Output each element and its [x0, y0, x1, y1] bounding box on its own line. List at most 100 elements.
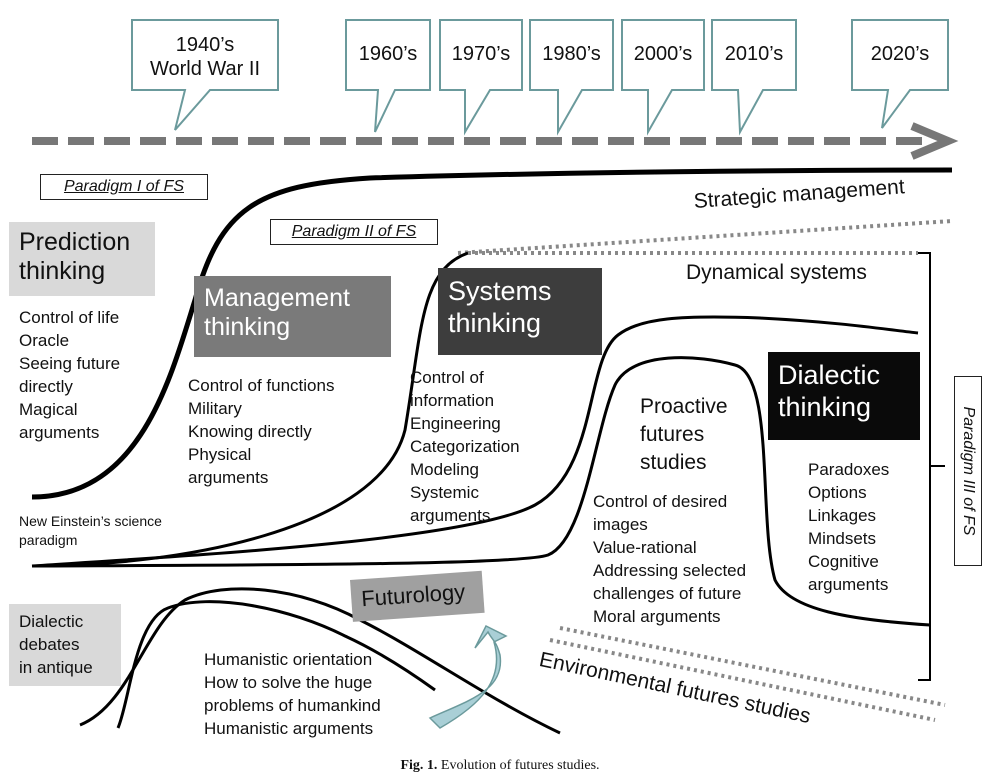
list-item: challenges of future — [593, 584, 742, 603]
callout-1960s-text: 1960’s — [358, 43, 418, 65]
list-item: Control of life — [19, 308, 120, 327]
list-item: arguments — [808, 575, 889, 594]
proactive-title-2: futures — [640, 423, 705, 446]
paradigm-3-label: Paradigm III of FS — [954, 376, 982, 566]
einstein-line-1: New Einstein’s science — [19, 513, 162, 529]
list-item: Knowing directly — [188, 422, 312, 441]
list-item: Humanistic orientation — [204, 650, 373, 669]
list-item: Categorization — [410, 437, 520, 456]
management-title-1: Management — [204, 284, 350, 312]
management-thinking-box: Management thinking — [194, 276, 391, 357]
prediction-thinking-box: Prediction thinking — [9, 222, 155, 296]
prediction-list: Control of life Oracle Seeing future dir… — [19, 306, 120, 444]
callout-1970s — [439, 19, 523, 136]
futurology-list: Humanistic orientation How to solve the … — [204, 648, 381, 740]
caption-text: Evolution of futures studies. — [440, 758, 600, 773]
dialectic-list: Paradoxes Options Linkages Mindsets Cogn… — [808, 458, 889, 596]
strategic-dotted-extension — [457, 219, 953, 255]
dialectic-thinking-box: Dialectic thinking — [768, 352, 920, 440]
list-item: Humanistic arguments — [204, 719, 374, 738]
antique-line-3: in antique — [19, 658, 93, 677]
management-list: Control of functions Military Knowing di… — [188, 374, 334, 489]
diagram-graphics — [31, 19, 959, 735]
callout-2020s-text: 2020’s — [870, 43, 930, 65]
list-item: Paradoxes — [808, 460, 890, 479]
antique-line-1: Dialectic — [19, 612, 84, 631]
timeline-arrow-head — [910, 122, 959, 160]
einstein-line-2: paradigm — [19, 532, 78, 548]
einstein-paradigm-label: New Einstein’s science paradigm — [19, 512, 162, 550]
curve-strategic-management — [31, 167, 953, 500]
curve-systems — [31, 315, 919, 568]
list-item: Moral arguments — [593, 607, 721, 626]
list-item: Military — [188, 399, 242, 418]
list-item: Addressing selected — [593, 561, 747, 580]
list-item: Value-rational — [593, 538, 697, 557]
list-item: directly — [19, 377, 73, 396]
list-item: arguments — [188, 468, 269, 487]
dynamical-systems-label: Dynamical systems — [686, 261, 867, 284]
list-item: images — [593, 515, 648, 534]
curve-futurology-outer — [79, 587, 561, 735]
callout-shapes — [131, 19, 949, 136]
antique-box: Dialectic debates in antique — [9, 604, 121, 686]
proactive-title-3: studies — [640, 451, 707, 474]
curve-futurology-inner — [116, 600, 436, 729]
proactive-title-1: Proactive — [640, 395, 728, 418]
list-item: Control of — [410, 368, 484, 387]
callout-1980s-text: 1980’s — [542, 43, 601, 65]
dialectic-title-2: thinking — [778, 391, 872, 422]
list-item: Control of functions — [188, 376, 335, 395]
callout-2010s — [711, 19, 797, 136]
list-item: Systemic — [410, 483, 479, 502]
antique-line-2: debates — [19, 635, 80, 654]
paradigm-3-bracket — [918, 252, 945, 681]
callout-1960s — [345, 19, 431, 133]
callout-2000s-text: 2000’s — [633, 43, 693, 65]
list-item: Control of desired — [593, 492, 728, 511]
list-item: Mindsets — [808, 529, 877, 548]
systems-list: Control of information Engineering Categ… — [410, 366, 520, 527]
proactive-list: Control of desired images Value-rational… — [593, 490, 746, 628]
list-item: Options — [808, 483, 867, 502]
futurology-title: Futurology — [360, 579, 466, 612]
callout-1970s-text: 1970’s — [451, 43, 511, 65]
environmental-dotted-lower — [549, 638, 936, 722]
paradigm-3-text: Paradigm III of FS — [960, 406, 977, 536]
prediction-title-1: Prediction — [19, 228, 131, 256]
figure-caption: Fig. 1. Evolution of futures studies. — [0, 758, 1000, 774]
callout-2020s — [851, 19, 949, 129]
systems-thinking-box: Systems thinking — [438, 268, 602, 355]
management-title-2: thinking — [204, 313, 291, 342]
callout-1940s — [131, 19, 279, 131]
paradigm-2-label: Paradigm II of FS — [270, 219, 438, 245]
caption-label: Fig. 1. — [400, 758, 438, 773]
environmental-dotted-upper — [559, 626, 946, 707]
list-item: Physical — [188, 445, 252, 464]
callout-1980s — [529, 19, 614, 136]
list-item: Seeing future — [19, 354, 121, 373]
callout-1940s-event: World War II — [149, 58, 260, 80]
list-item: information — [410, 391, 495, 410]
list-item: Cognitive — [808, 552, 879, 571]
curved-arrow-icon — [428, 624, 508, 729]
list-item: How to solve the huge — [204, 673, 373, 692]
callout-1940s-year: 1940’s — [175, 34, 235, 56]
list-item: arguments — [19, 423, 100, 442]
systems-title-2: thinking — [448, 307, 542, 338]
systems-title-1: Systems — [448, 276, 552, 306]
list-item: Magical — [19, 400, 78, 419]
list-item: Engineering — [410, 414, 501, 433]
callout-2000s — [621, 19, 705, 136]
list-item: problems of humankind — [204, 696, 381, 715]
proactive-title: Proactive futures studies — [640, 393, 728, 477]
prediction-title-2: thinking — [19, 257, 106, 286]
list-item: Linkages — [808, 506, 877, 525]
list-item: arguments — [410, 506, 491, 525]
list-item: Oracle — [19, 331, 70, 350]
callout-1940s-text: 1940’s World War II — [132, 33, 278, 81]
list-item: Modeling — [410, 460, 479, 479]
curve-proactive — [31, 356, 931, 627]
paradigm-1-label: Paradigm I of FS — [40, 174, 208, 200]
